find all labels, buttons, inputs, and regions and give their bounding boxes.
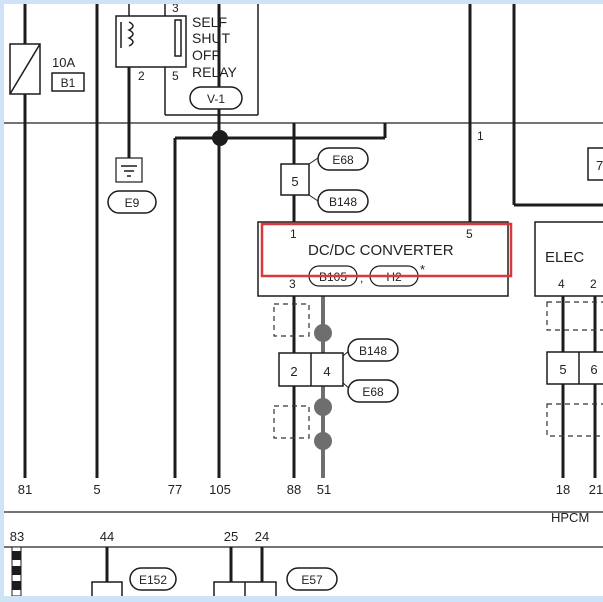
relay-label-line-2: SHUT (192, 30, 231, 46)
wire-number-88: 88 (287, 482, 301, 497)
electrical-connector-pin-a: 5 (559, 362, 566, 377)
section2-tag-a: E152 (139, 573, 167, 587)
partial-box-text: 7 (596, 158, 603, 173)
relay-pin-2: 2 (138, 69, 145, 83)
section2-connector-a (91, 581, 123, 596)
section2-number-83: 83 (10, 529, 24, 544)
connector-top-pin: 5 (291, 174, 298, 189)
connector-mid-pin-right: 4 (323, 364, 330, 379)
connector-mid-tag-2-pill (347, 379, 399, 403)
electrical-connector-box (546, 351, 603, 385)
grey-splice-3 (314, 432, 332, 450)
grey-splice-1 (314, 324, 332, 342)
relay-label-line-3: OFF (192, 47, 220, 63)
converter-title: DC/DC CONVERTER (308, 242, 454, 259)
fuse-tag-box (51, 72, 85, 92)
relay-coil-icon (127, 21, 134, 47)
electrical-box (534, 221, 603, 297)
hpcm-label: HPCM (551, 510, 589, 525)
connector-top-tag-2-pill (317, 189, 369, 213)
converter-pin-5: 5 (466, 227, 473, 241)
partial-box-right (587, 147, 603, 181)
wire-number-21: 21 (589, 482, 603, 497)
shield-box-2 (273, 405, 310, 439)
connector-top-leader-2 (308, 194, 319, 202)
electrical-box-pin-b: 2 (590, 277, 597, 291)
relay-tag: V-1 (207, 92, 225, 106)
electrical-connector-pin-b: 6 (590, 362, 597, 377)
connector-mid-tag-2: E68 (362, 385, 384, 399)
section2-tag-a-pill (129, 567, 177, 591)
connector-top-tag-1-pill (317, 147, 369, 171)
shield-box-right-2 (546, 403, 603, 437)
relay-pin-5: 5 (172, 69, 179, 83)
connector-top-tag-2: B148 (329, 195, 357, 209)
section2-number-44: 44 (100, 529, 114, 544)
shield-box-1 (273, 303, 310, 337)
wire-83-stripe-3 (12, 581, 21, 590)
converter-asterisk: * (420, 262, 425, 277)
electrical-box-label: ELEC (545, 249, 584, 266)
relay-label-line-1: SELF (192, 14, 227, 30)
fuse-slash (9, 43, 41, 95)
section2-number-25: 25 (224, 529, 238, 544)
wiring-diagram: 10A B1 3 2 5 SELF SHUT OFF RELAY V-1 (4, 4, 603, 596)
wire-number-77: 77 (168, 482, 182, 497)
wire-number-5: 5 (93, 482, 100, 497)
section2-tag-b-pill (286, 567, 338, 591)
wire-83-stripe-2 (12, 566, 21, 575)
converter-pin-3: 3 (289, 277, 296, 291)
wire-83-stripe-1 (12, 551, 21, 560)
wire-number-81: 81 (18, 482, 32, 497)
converter-pin-1: 1 (290, 227, 297, 241)
connector-top-tag-1: E68 (332, 153, 354, 167)
shield-box-right-1 (546, 301, 603, 331)
relay-contact-icon (174, 19, 182, 57)
connector-mid-pin-left: 2 (290, 364, 297, 379)
wire-number-18: 18 (556, 482, 570, 497)
connector-top-box (280, 163, 310, 196)
converter-highlight-box (260, 222, 513, 278)
section2-tag-b: E57 (301, 573, 323, 587)
grey-splice-2 (314, 398, 332, 416)
fuse-tag: B1 (61, 76, 76, 90)
connector-top-leader-1 (308, 157, 319, 165)
fuse-rating: 10A (52, 55, 75, 70)
wire-number-51: 51 (317, 482, 331, 497)
relay-pin-3: 3 (172, 4, 179, 15)
connector-mid-tag-1-pill (347, 338, 399, 362)
connector-mid-tag-1: B148 (359, 344, 387, 358)
wire-number-105: 105 (209, 482, 231, 497)
ground-tag-pill (107, 190, 157, 214)
junction-dot (212, 130, 228, 146)
ground-box (115, 157, 143, 183)
wiring-diagram-sheet: 10A B1 3 2 5 SELF SHUT OFF RELAY V-1 (4, 4, 603, 596)
top-right-wire-number: 1 (477, 129, 484, 143)
ground-tag: E9 (125, 196, 140, 210)
section2-number-24: 24 (255, 529, 269, 544)
converter-tag-separator: , (360, 271, 363, 285)
electrical-box-pin-a: 4 (558, 277, 565, 291)
relay-label-line-4: RELAY (192, 64, 238, 80)
relay-tag-pill (189, 86, 243, 110)
